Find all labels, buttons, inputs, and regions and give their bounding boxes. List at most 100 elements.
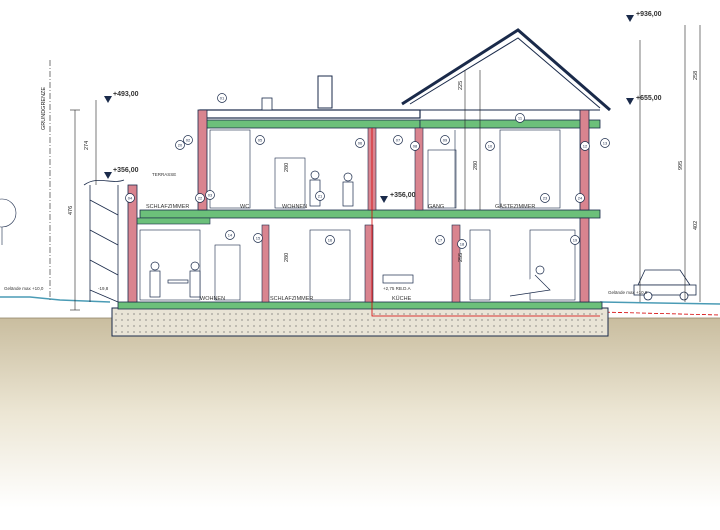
detail-marker <box>175 140 185 150</box>
detail-marker-label: 19 <box>573 238 578 243</box>
detail-marker-label: 21 <box>318 194 323 199</box>
dim-upper-floor: 280 <box>284 163 290 172</box>
wall-ground-b <box>364 224 374 303</box>
dim-left-b: 476 <box>68 206 74 215</box>
detail-marker-label: 15 <box>256 236 261 241</box>
detail-marker-label: 16 <box>328 238 333 243</box>
balcony-label: TERRASSE <box>152 172 176 177</box>
dim-right-1: 280 <box>473 161 479 170</box>
ground-line-right <box>599 301 720 305</box>
detail-marker <box>435 235 445 245</box>
level-triangle <box>104 96 112 103</box>
slab-ground <box>117 301 603 310</box>
level-markers <box>104 15 634 203</box>
foundation-gravel <box>114 311 606 333</box>
spiral-stair <box>83 179 125 303</box>
ground-fill <box>0 318 720 508</box>
dim-right-4: 258 <box>693 71 699 80</box>
detail-marker-label: 03 <box>208 193 213 198</box>
room-ug-living: WOHNEN <box>200 296 225 302</box>
ground-label-right: Gelände max +10,0 <box>608 290 648 295</box>
wall-upper-right <box>579 109 590 211</box>
room-eg-living: WOHNEN <box>282 204 307 210</box>
dim-right-5: 255 <box>458 253 464 262</box>
room-eg-bed: SCHLAFZIMMER <box>146 204 189 210</box>
tree-icon <box>0 198 17 245</box>
dim-lines-right <box>464 25 701 302</box>
detail-marker <box>355 138 365 148</box>
dim-ground-floor: 280 <box>284 253 290 262</box>
stair-level: -19,8 <box>98 286 109 291</box>
level-triangle <box>104 172 112 179</box>
detail-marker <box>575 193 585 203</box>
slab-roof-left <box>199 119 421 129</box>
detail-marker-label: 22 <box>198 196 203 201</box>
chimney <box>317 75 333 109</box>
detail-marker-label: 11 <box>518 116 523 121</box>
detail-marker <box>393 135 403 145</box>
wall-ground-a <box>261 224 270 303</box>
detail-marker <box>255 135 265 145</box>
detail-marker <box>125 193 135 203</box>
detail-marker <box>540 193 550 203</box>
detail-marker-label: 20 <box>178 143 183 148</box>
detail-marker <box>217 93 227 103</box>
detail-marker-label: 14 <box>228 233 233 238</box>
detail-marker <box>580 141 590 151</box>
sewer-line <box>599 311 720 316</box>
detail-marker <box>515 113 525 123</box>
detail-marker-label: 13 <box>603 141 608 146</box>
vent <box>261 97 273 111</box>
figures <box>149 170 551 298</box>
detail-marker <box>325 235 335 245</box>
detail-marker <box>315 191 325 201</box>
detail-marker <box>195 193 205 203</box>
detail-marker-label: 08 <box>413 144 418 149</box>
level-entrance: +356,00 <box>390 192 416 199</box>
wall-ground-c <box>451 224 461 303</box>
wall-upper-left <box>197 109 208 211</box>
flat-roof <box>199 109 421 119</box>
ground-label-left: Gelände max +10,0 <box>4 286 44 291</box>
detail-marker-label: 23 <box>543 196 548 201</box>
detail-marker-label: 07 <box>396 138 401 143</box>
detail-marker-label: 09 <box>443 138 448 143</box>
detail-marker-label: 04 <box>128 196 133 201</box>
level-left-upper: +493,00 <box>113 91 139 98</box>
detail-marker <box>440 135 450 145</box>
detail-marker-label: 06 <box>358 141 363 146</box>
room-ug-kitchen: KÜCHE <box>392 295 412 302</box>
detail-marker-label: 01 <box>220 96 225 101</box>
level-right-top: +936,00 <box>636 11 662 18</box>
car-icon <box>633 269 697 301</box>
dim-right-2: 995 <box>678 161 684 170</box>
room-eg-flur: GANG <box>428 204 444 210</box>
wall-ground-left <box>127 184 138 303</box>
detail-marker <box>570 235 580 245</box>
utility-pipe <box>371 128 600 317</box>
detail-marker-label: 02 <box>186 138 191 143</box>
detail-marker-label: 05 <box>258 138 263 143</box>
detail-marker-label: 24 <box>578 196 583 201</box>
ground-line-left <box>0 296 111 303</box>
detail-marker-label: 12 <box>583 144 588 149</box>
slab-upper <box>139 209 601 219</box>
room-ug-bed: SCHLAFZIMMER <box>270 296 313 302</box>
slab-balcony <box>129 217 211 225</box>
dim-left-a: 274 <box>84 141 90 150</box>
slab-roof-right <box>419 119 601 129</box>
wall-ground-right <box>579 217 590 303</box>
level-triangle <box>626 98 634 105</box>
detail-marker-label: 18 <box>460 242 465 247</box>
level-triangle <box>380 196 388 203</box>
dim-right-3: 402 <box>693 221 699 230</box>
detail-marker <box>600 138 610 148</box>
detail-marker <box>253 233 263 243</box>
detail-marker <box>183 135 193 145</box>
detail-marker <box>485 141 495 151</box>
room-eg-wc: WC <box>240 204 249 210</box>
level-right-mid: +655,00 <box>636 95 662 102</box>
